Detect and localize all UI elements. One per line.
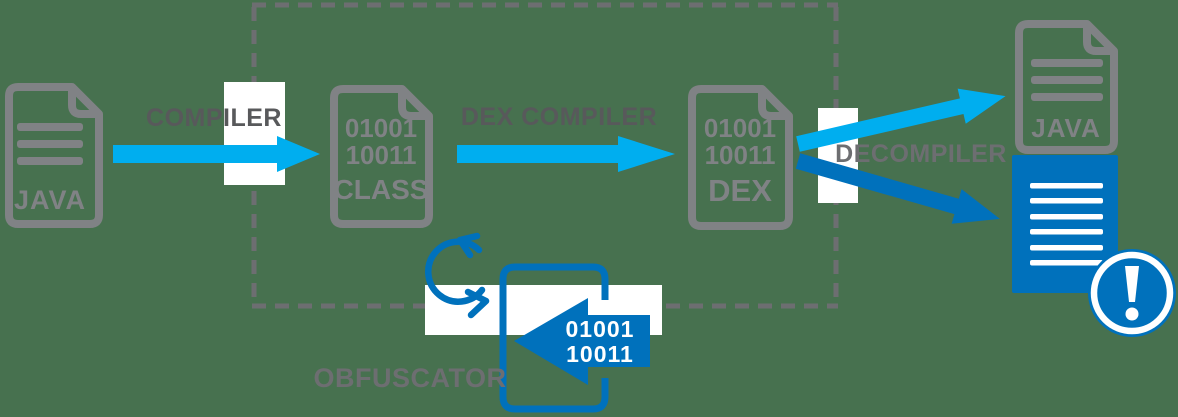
document-text-lines xyxy=(1031,59,1103,101)
exclamation-dot xyxy=(1125,307,1139,321)
dex-file-label: DEX xyxy=(708,173,772,208)
obfuscator-doc-outline-icon xyxy=(499,263,609,413)
text-line xyxy=(17,140,83,148)
arrow-icon xyxy=(796,88,1006,152)
text-line xyxy=(1030,245,1103,251)
document-icon xyxy=(688,85,793,230)
java-source-file-icon: JAVA xyxy=(5,83,103,228)
document-icon xyxy=(330,85,433,228)
obfuscator-label: OBFUSCATOR xyxy=(314,363,507,393)
folded-corner-icon xyxy=(1083,24,1114,55)
compiler-arrow-icon xyxy=(113,136,320,172)
compiler-label: COMPILER xyxy=(146,104,282,132)
decompiled-java-file-icon: JAVA xyxy=(1015,20,1118,154)
document-icon xyxy=(5,83,103,228)
obfuscator-group: 01001 10011 OBFUSCATOR xyxy=(314,232,650,413)
decompiler-label: DECOMPILER xyxy=(835,140,1007,168)
obfuscated-binary-line-2: 10011 xyxy=(566,341,634,367)
dex-compiler-arrow-icon xyxy=(457,136,675,172)
warning-badge xyxy=(1088,249,1176,337)
obfuscate-arrow-icon xyxy=(514,298,650,385)
obfuscated-binary-line-1: 01001 xyxy=(566,316,635,342)
arrow-icon xyxy=(795,153,1000,224)
decompile-to-obfuscated-arrow-icon xyxy=(795,153,1000,224)
dex-file-icon: 01001 10011 DEX xyxy=(688,85,793,230)
text-line xyxy=(17,123,83,131)
decompile-to-java-arrow-icon xyxy=(796,88,1006,152)
document-text-lines xyxy=(17,123,83,165)
class-binary-line-1: 01001 xyxy=(345,113,417,143)
compiler-label-backdrop xyxy=(224,82,285,185)
document-text-lines xyxy=(1030,183,1103,266)
dex-compiler-label: DEX COMPILER xyxy=(461,103,657,131)
cycle-arrowhead-top xyxy=(456,232,481,259)
folded-corner-icon xyxy=(398,89,429,120)
text-line xyxy=(1030,229,1103,235)
text-line xyxy=(1030,260,1103,266)
class-file-icon: 01001 10011 CLASS xyxy=(330,85,433,228)
text-line xyxy=(17,157,83,165)
text-line xyxy=(1031,93,1103,101)
text-line xyxy=(1030,214,1103,220)
decompiled-java-label: JAVA xyxy=(1031,113,1101,143)
exclamation-icon xyxy=(1125,266,1139,302)
text-line xyxy=(1031,59,1103,67)
document-icon xyxy=(1015,20,1118,154)
folded-corner-icon xyxy=(758,89,789,120)
cycle-arrowhead-bottom xyxy=(464,288,490,319)
dex-binary-line-2: 10011 xyxy=(705,140,776,170)
folded-corner-icon xyxy=(68,87,99,118)
filled-document-icon xyxy=(1012,155,1118,293)
class-file-label: CLASS xyxy=(334,174,429,205)
obfuscated-document-icon xyxy=(1012,155,1118,293)
refresh-cycle-icon xyxy=(425,232,490,319)
java-source-label: JAVA xyxy=(14,185,86,215)
text-line xyxy=(1031,76,1103,84)
text-line xyxy=(1030,198,1103,204)
dex-binary-line-1: 01001 xyxy=(704,113,776,143)
text-line xyxy=(1030,183,1103,189)
class-binary-line-2: 10011 xyxy=(346,140,417,170)
